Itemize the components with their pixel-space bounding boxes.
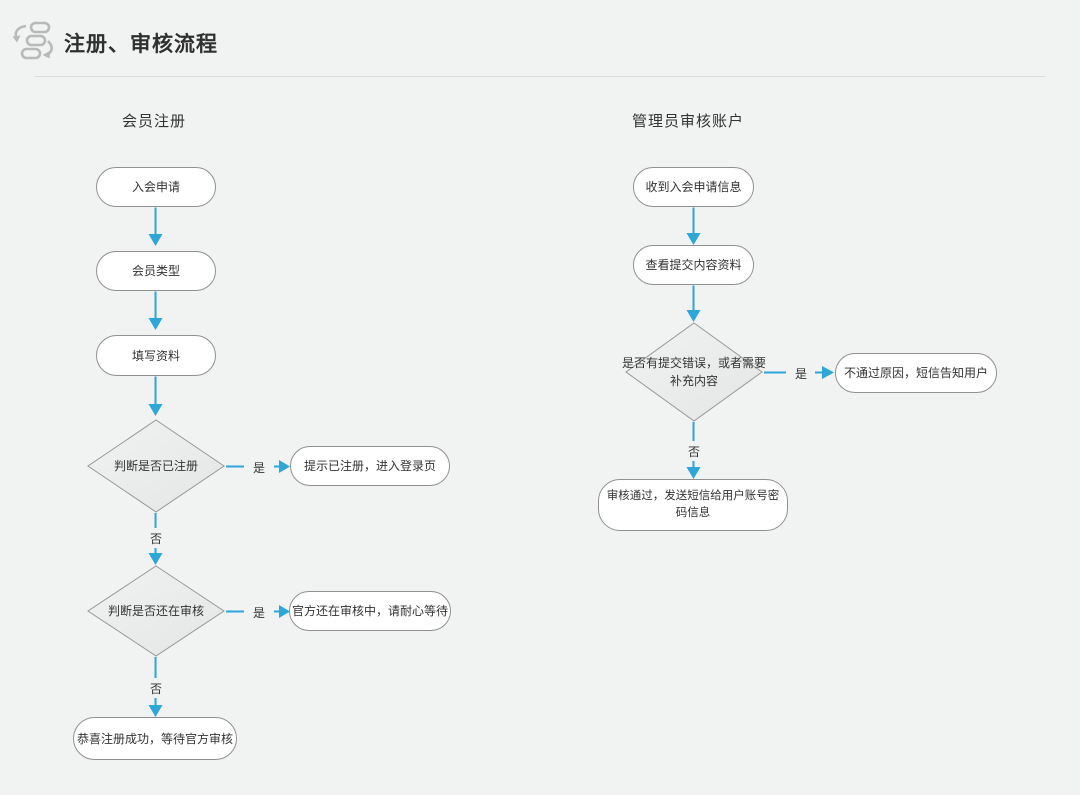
branch-label-yes: 是 [252, 461, 265, 475]
branch-label-no: 否 [149, 532, 162, 546]
node-membership-apply: 入会申请 [96, 167, 216, 207]
branch-label-no: 否 [687, 445, 700, 459]
node-register-success: 恭喜注册成功，等待官方审核 [73, 717, 237, 760]
branch-label-yes: 是 [794, 367, 807, 381]
node-fill-info: 填写资料 [96, 335, 216, 376]
node-check-in-review: 判断是否还在审核 [87, 565, 225, 657]
diamond-shape [625, 322, 763, 422]
node-label: 判断是否还在审核 [107, 604, 205, 618]
node-label: 判断是否已注册 [113, 459, 199, 473]
node-registered-hint: 提示已注册，进入登录页 [290, 446, 450, 486]
branch-label-no: 否 [149, 682, 162, 696]
branch-label-yes: 是 [252, 606, 265, 620]
node-approve-notice: 审核通过，发送短信给用户账号密码信息 [598, 479, 788, 531]
node-receive-apply: 收到入会申请信息 [633, 167, 754, 207]
node-label: 是否有提交错误，或者需要补充内容 [621, 356, 766, 388]
diamond-shape [87, 419, 225, 513]
node-view-materials: 查看提交内容资料 [633, 245, 754, 285]
diamond-shape [87, 565, 225, 657]
node-in-review-hint: 官方还在审核中，请耐心等待 [289, 591, 451, 631]
node-member-type: 会员类型 [96, 251, 216, 291]
header-divider [35, 76, 1045, 77]
right-flow-title: 管理员审核账户 [632, 113, 745, 130]
page-title: 注册、审核流程 [64, 33, 218, 56]
node-check-error: 是否有提交错误，或者需要补充内容 [622, 322, 766, 422]
workflow-icon [12, 21, 53, 60]
left-flow-title: 会员注册 [122, 113, 187, 130]
node-check-registered: 判断是否已注册 [87, 419, 225, 513]
node-reject-notice: 不通过原因，短信告知用户 [835, 353, 997, 393]
